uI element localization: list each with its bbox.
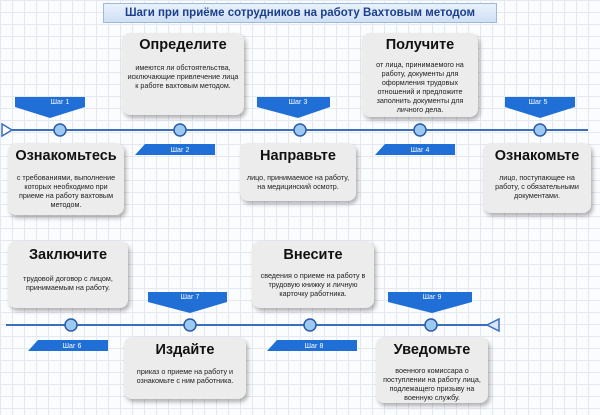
step-8-heading: Внесите [283,247,343,263]
step-8-label: Шаг 8 [304,343,324,350]
step-2-label: Шаг 2 [170,147,190,154]
step-1-node [53,123,67,137]
step-3-text: лицо, принимаемое на работу, на медицинс… [246,173,350,191]
step-2-card: Определите имеются ли обстоятельства, ис… [122,33,244,115]
step-9-heading: Уведомьте [393,342,471,358]
step-3-node [293,123,307,137]
step-1-heading: Ознакомьтесь [15,148,117,164]
timeline-end-arrow [485,317,500,333]
step-6-heading: Заключите [28,247,108,263]
step-6-card: Заключите трудовой договор с лицом, прин… [8,241,128,308]
step-9-text: военного комиссара о поступлении на рабо… [383,366,481,402]
step-9-flag [388,292,472,313]
timeline-start-arrow [1,122,14,138]
step-6-label: Шаг 6 [62,343,82,350]
step-8-flag [267,340,357,351]
step-1-label: Шаг 1 [50,99,70,106]
step-6-text: трудовой договор с лицом, принимаемым на… [23,274,113,292]
step-4-card: Получите от лица, принимаемого на работу… [362,33,478,117]
step-9-label: Шаг 9 [422,294,442,301]
step-1-marker [15,97,85,137]
step-4-flag [375,144,455,155]
step-9-card: Уведомьте военного комиссара о поступлен… [376,337,488,403]
step-8-card: Внесите сведения о приеме на работу в тр… [252,241,374,308]
step-6-marker [28,318,108,351]
step-2-node [173,123,187,137]
step-5-flag [505,97,575,118]
step-5-text: лицо, поступающее на работу, с обязатель… [495,173,579,200]
step-2-text: имеются ли обстоятельства, исключающие п… [127,63,239,90]
step-1-flag [15,97,85,118]
step-7-flag [148,292,227,313]
step-7-card: Издайте приказ о приеме на работу и озна… [124,337,246,399]
step-2-flag [135,144,215,155]
step-5-marker [505,97,575,137]
step-2-heading: Определите [139,37,227,53]
page-title: Шаги при приёме сотрудников на работу Ва… [103,3,497,23]
step-4-marker [375,123,455,155]
step-5-node [533,123,547,137]
step-4-label: Шаг 4 [410,147,430,154]
step-3-marker [257,97,330,137]
step-9-marker [388,292,472,332]
step-9-node [424,318,438,332]
step-6-node [64,318,78,332]
step-4-node [413,123,427,137]
step-3-flag [257,97,330,118]
step-7-marker [148,292,227,332]
step-5-card: Ознакомьте лицо, поступающее на работу, … [483,143,591,213]
step-7-text: приказ о приеме на работу и ознакомьте с… [136,367,234,385]
step-7-label: Шаг 7 [180,294,200,301]
step-5-heading: Ознакомьте [494,148,580,164]
step-8-marker [267,318,357,351]
step-7-heading: Издайте [155,342,215,358]
step-7-node [183,318,197,332]
step-4-text: от лица, принимаемого на работу, докумен… [376,60,464,114]
step-8-node [303,318,317,332]
step-6-flag [28,340,108,351]
step-3-card: Направьте лицо, принимаемое на работу, н… [240,143,356,201]
step-8-text: сведения о приеме на работу в трудовую к… [260,271,366,298]
step-3-heading: Направьте [260,148,336,164]
step-2-marker [135,123,215,155]
step-1-text: с требованиями, выполнение которых необх… [16,173,116,209]
step-4-heading: Получите [385,37,455,53]
step-5-label: Шаг 5 [528,99,548,106]
step-1-card: Ознакомьтесь с требованиями, выполнение … [8,143,124,215]
step-3-label: Шаг 3 [288,99,308,106]
